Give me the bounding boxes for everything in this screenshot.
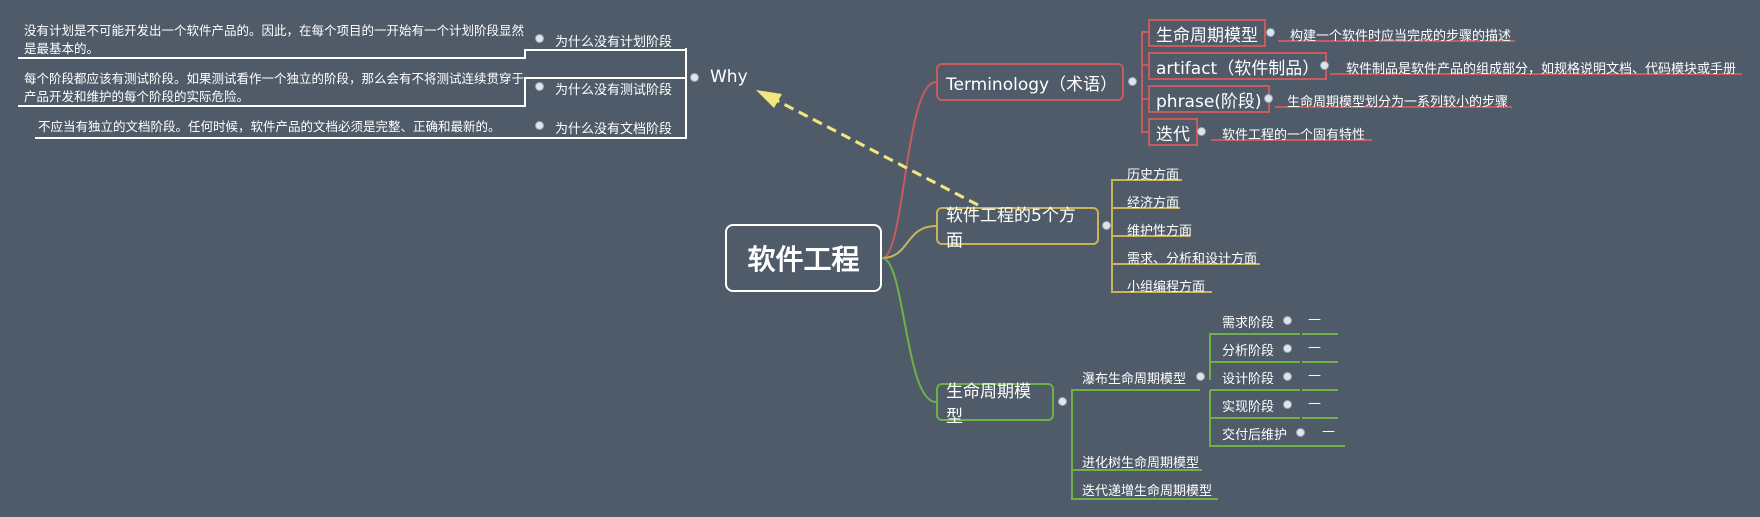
waterfall-phase[interactable]: 分析阶段 (1222, 344, 1275, 359)
branch-terminology-label: Terminology（术语） (946, 74, 1118, 95)
term-artifact[interactable]: artifact（软件制品） (1148, 52, 1328, 80)
why-answer: 每个阶段都应该有测试阶段。如果测试看作一个独立的阶段，那么会有不将测试连续贯穿于… (24, 71, 525, 104)
collapse-toggle-icon[interactable] (535, 34, 544, 43)
term-label: phrase(阶段) (1156, 91, 1262, 112)
iterative-incremental-model[interactable]: 迭代递增生命周期模型 (1082, 484, 1213, 499)
collapse-toggle-icon[interactable] (535, 82, 544, 91)
term-phrase[interactable]: phrase(阶段) (1148, 85, 1270, 113)
waterfall-model[interactable]: 瀑布生命周期模型 (1082, 372, 1187, 387)
aspect-item[interactable]: 需求、分析和设计方面 (1127, 252, 1258, 267)
aspect-item[interactable]: 小组编程方面 (1127, 280, 1206, 295)
connector-terminology (881, 81, 937, 259)
aspect-item[interactable]: 维护性方面 (1127, 224, 1193, 239)
waterfall-phase[interactable]: 设计阶段 (1222, 372, 1275, 387)
term-lifecycle-model[interactable]: 生命周期模型 (1148, 19, 1266, 47)
collapse-toggle-icon[interactable] (1196, 372, 1205, 381)
term-description: 软件制品是软件产品的组成部分，如规格说明文档、代码模块或手册 (1346, 62, 1737, 77)
collapse-toggle-icon[interactable] (1264, 94, 1273, 103)
collapse-toggle-icon[interactable] (1266, 28, 1275, 37)
collapse-toggle-icon[interactable] (1128, 77, 1137, 86)
collapse-toggle-icon[interactable] (1058, 397, 1067, 406)
phase-placeholder: — (1308, 396, 1321, 411)
why-question[interactable]: 为什么没有计划阶段 (555, 35, 673, 50)
branch-five-aspects[interactable]: 软件工程的5个方面 (936, 206, 1099, 251)
term-description: 生命周期模型划分为一系列较小的步骤 (1287, 95, 1509, 110)
arrow-head (756, 90, 782, 108)
evolution-tree-model[interactable]: 进化树生命周期模型 (1082, 456, 1200, 471)
term-description: 软件工程的一个固有特性 (1222, 128, 1366, 143)
collapse-toggle-icon[interactable] (1320, 61, 1329, 70)
branch-lifecycle-label: 生命周期模型 (946, 382, 1031, 427)
collapse-toggle-icon[interactable] (1283, 400, 1292, 409)
term-iteration[interactable]: 迭代 (1148, 118, 1198, 146)
aspect-item[interactable]: 经济方面 (1127, 196, 1180, 211)
collapse-toggle-icon[interactable] (1197, 127, 1206, 136)
collapse-toggle-icon[interactable] (690, 73, 699, 82)
waterfall-phase[interactable]: 交付后维护 (1222, 428, 1288, 443)
branch-lifecycle-model[interactable]: 生命周期模型 (936, 382, 1054, 427)
central-topic-label: 软件工程 (747, 243, 860, 276)
collapse-toggle-icon[interactable] (1283, 372, 1292, 381)
aspect-item[interactable]: 历史方面 (1127, 168, 1180, 183)
phase-placeholder: — (1322, 424, 1335, 439)
why-question[interactable]: 为什么没有测试阶段 (555, 83, 673, 98)
term-description: 构建一个软件时应当完成的步骤的描述 (1290, 29, 1512, 44)
collapse-toggle-icon[interactable] (1296, 428, 1305, 437)
waterfall-phase[interactable]: 需求阶段 (1222, 316, 1275, 331)
phase-placeholder: — (1308, 340, 1321, 355)
central-topic[interactable]: 软件工程 (725, 224, 882, 292)
branch-aspects-label: 软件工程的5个方面 (946, 206, 1076, 251)
why-answer: 没有计划是不可能开发出一个软件产品的。因此，在每个项目的一开始有一个计划阶段显然… (24, 23, 525, 56)
branch-terminology[interactable]: Terminology（术语） (936, 63, 1124, 101)
connector-lifecycle (881, 257, 937, 403)
collapse-toggle-icon[interactable] (1102, 221, 1111, 230)
phase-placeholder: — (1308, 312, 1321, 327)
connector-aspects (881, 225, 937, 259)
why-question[interactable]: 为什么没有文档阶段 (555, 122, 673, 137)
term-label: artifact（软件制品） (1156, 58, 1320, 79)
collapse-toggle-icon[interactable] (1283, 316, 1292, 325)
why-answer: 不应当有独立的文档阶段。任何时候，软件产品的文档必须是完整、正确和最新的。 (38, 119, 501, 134)
waterfall-phase[interactable]: 实现阶段 (1222, 400, 1275, 415)
term-label: 生命周期模型 (1156, 25, 1258, 46)
phase-placeholder: — (1308, 368, 1321, 383)
why-node[interactable]: Why (710, 67, 748, 87)
term-label: 迭代 (1156, 124, 1190, 145)
collapse-toggle-icon[interactable] (535, 121, 544, 130)
collapse-toggle-icon[interactable] (1283, 344, 1292, 353)
